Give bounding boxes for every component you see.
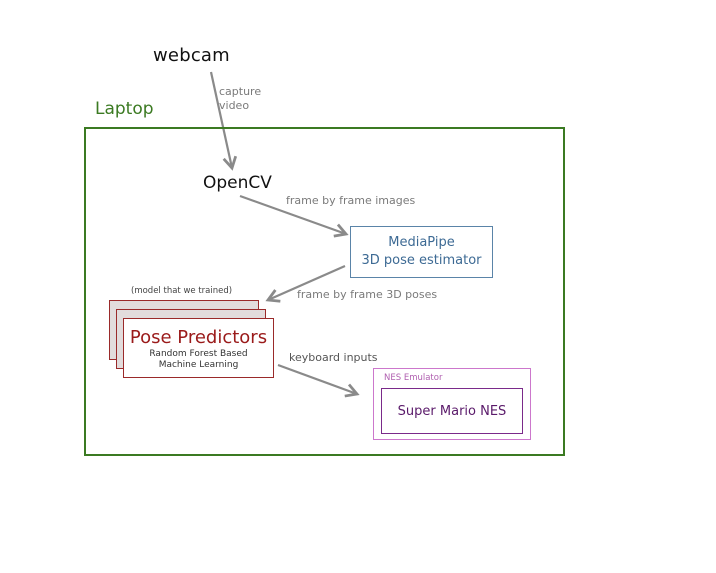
laptop-label: Laptop [95,99,154,119]
webcam-node: webcam [153,45,230,66]
mediapipe-subtitle: 3D pose estimator [361,253,482,268]
mediapipe-title: MediaPipe [388,235,455,250]
mediapipe-node: MediaPipe 3D pose estimator [350,226,493,278]
pose-predictors-node: Pose Predictors Random Forest Based Mach… [123,318,274,378]
model-note: (model that we trained) [131,286,233,296]
keyboard-inputs-edge-label: keyboard inputs [289,351,378,364]
capture-label-line2: video [219,99,250,112]
opencv-node: OpenCV [203,173,272,193]
frame-3d-poses-edge-label: frame by frame 3D poses [297,288,438,301]
super-mario-nes-node: Super Mario NES [381,388,523,434]
capture-video-edge-label: capture video [219,85,261,113]
capture-label-line1: capture [219,85,262,98]
pose-predictors-subtitle-line2: Machine Learning [158,360,239,370]
frame-images-edge-label: frame by frame images [286,194,416,207]
nes-emulator-container [373,368,531,440]
pose-predictors-title: Pose Predictors [129,327,268,348]
nes-emulator-label: NES Emulator [384,373,443,383]
laptop-container [84,127,565,456]
pose-predictors-subtitle-line1: Random Forest Based [149,349,248,359]
super-mario-nes-label: Super Mario NES [397,403,507,419]
